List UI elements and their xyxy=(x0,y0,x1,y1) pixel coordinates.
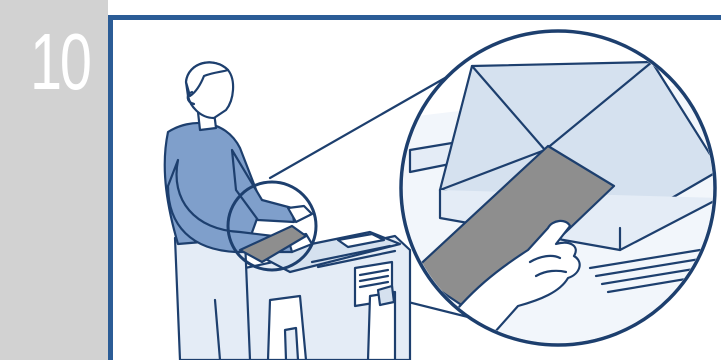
step-number: 10 xyxy=(30,22,90,102)
step-sidebar: 10 xyxy=(0,0,108,360)
illustration-panel xyxy=(108,15,721,360)
step-illustration xyxy=(113,20,721,360)
magnifier-detail xyxy=(400,31,720,360)
